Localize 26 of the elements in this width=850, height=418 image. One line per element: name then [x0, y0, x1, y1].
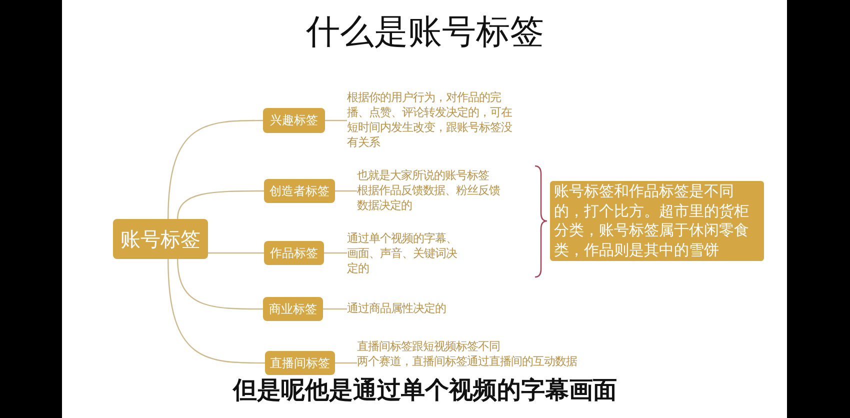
- connector-line: [325, 120, 347, 122]
- description-text: 根据作品反馈数据、粉丝反馈数据决定的: [357, 183, 502, 213]
- topic-box: 创造者标签: [264, 179, 335, 203]
- description-text: 两个赛道，直播间标签通过直播间的互动数据: [357, 354, 577, 369]
- title: 什么是账号标签: [305, 12, 545, 52]
- connector-line: [168, 258, 265, 364]
- topic-box: 商业标签: [263, 297, 323, 321]
- connector-line: [177, 258, 263, 310]
- central-topic-box: 账号标签: [113, 219, 208, 259]
- connector-line: [208, 252, 264, 254]
- subtitle-text: 但是呢他是通过单个视频的字幕画面: [233, 376, 617, 404]
- connector-line: [323, 308, 347, 310]
- connector-line: [335, 362, 357, 364]
- description-text: 根据你的用户行为，对作品的完播、点赞、评论转发决定的，可在短时间内发生改变，跟账号标签没有关系: [347, 90, 520, 150]
- connector-line: [335, 190, 357, 192]
- topic-box: 作品标签: [264, 241, 324, 265]
- connector-line: [324, 252, 347, 254]
- topic-box: 直播间标签: [265, 351, 335, 375]
- note-box: 账号标签和作品标签是不同的，打个比方。超市里的货柜分类，账号标签属于休闲零食类，作品则是其中的雪饼: [550, 181, 764, 261]
- description-text: 通过商品属性决定的: [347, 301, 446, 316]
- description-text: 也就是大家所说的账号标签: [357, 168, 490, 183]
- connector-line: [177, 190, 264, 220]
- topic-box: 兴趣标签: [263, 108, 325, 133]
- description-text: 直播间标签跟短视频标签不同: [357, 339, 501, 354]
- connector-line: [168, 120, 263, 220]
- description-text: 通过单个视频的字幕、画面、声音、关键词决定的: [347, 231, 464, 276]
